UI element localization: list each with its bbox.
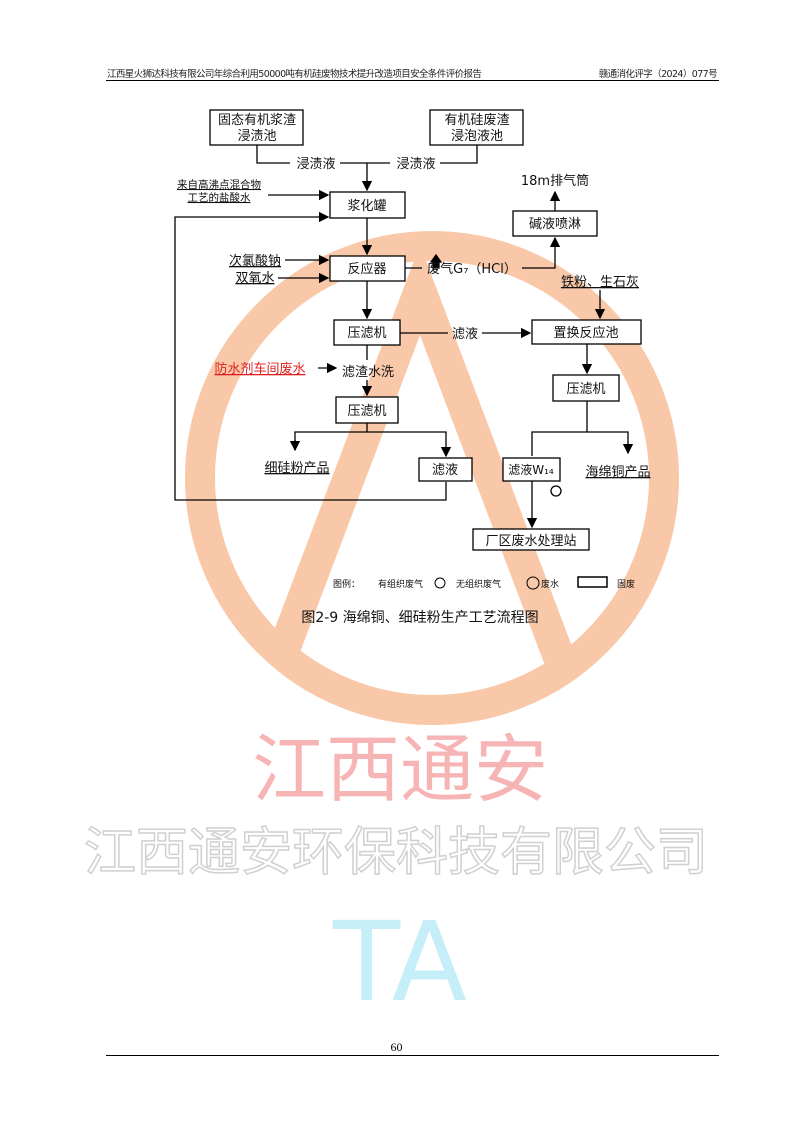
solid-waste-icon: [577, 576, 608, 588]
leach-label-1: 浸渍液: [296, 157, 335, 172]
box-replacement-tank: [531, 319, 642, 345]
legend-title: 图例：: [333, 578, 360, 590]
box-wwtp: [472, 528, 590, 551]
naclo-label: 次氯酸钠: [229, 253, 281, 269]
filtrate-w14-label: 滤液W₁₄: [508, 462, 554, 477]
hcl-input-line2: 工艺的盐酸水: [188, 191, 251, 204]
scrubber-label: 碱液喷淋: [529, 217, 581, 232]
box-pulping-tank: [329, 191, 406, 219]
footer-rule: [106, 1055, 719, 1056]
h2o2-label: 双氧水: [235, 271, 274, 286]
watermark-circle: [185, 231, 679, 725]
filtrate-flow-label: 滤液: [452, 327, 478, 342]
hcl-input-line1: 来自高沸点混合物: [177, 178, 261, 191]
watermark-logo: TA: [332, 898, 467, 1026]
legend-fugitive-gas: 无组织废气: [456, 578, 501, 590]
box-filtrate: [418, 457, 473, 482]
filter-press-1-label: 压滤机: [347, 326, 386, 341]
filtrate-box-label: 滤液: [432, 463, 458, 478]
legend-wastewater: 废水: [541, 578, 559, 590]
fugitive-gas-icon: [434, 577, 446, 589]
leach-label-2: 浸渍液: [396, 157, 435, 172]
box-filter-press-3: [552, 374, 620, 402]
residue-wash-label: 滤渣水洗: [342, 365, 394, 380]
filter-press-3-label: 压滤机: [566, 382, 605, 397]
legend-solid-waste: 固废: [617, 578, 635, 590]
replacement-tank-label: 置换反应池: [553, 325, 618, 341]
watermark-red-text: 江西通安: [252, 727, 548, 813]
sponge-cu-product-label: 海绵铜产品: [585, 465, 650, 480]
wwtp-label: 厂区废水处理站: [485, 533, 576, 549]
waste-gas-label: 废气G₇（HCl）: [427, 261, 517, 277]
box-scrubber: [512, 210, 598, 237]
page-number: 60: [390, 1040, 403, 1054]
silicone-pool-line1: 有机硅废渣: [444, 112, 509, 128]
legend: 图例： 有组织废气 无组织废气 废水 固废: [333, 576, 635, 590]
iron-lime-label: 铁粉、生石灰: [561, 275, 639, 290]
wastewater-icon: [550, 485, 562, 497]
box-silicone-pool: [429, 109, 524, 146]
header-doc-no: 赣通消化评字（2024）077号: [598, 69, 718, 80]
slurry-pool-line2: 浸渍池: [237, 129, 276, 144]
legend-organized-gas: 有组织废气: [378, 578, 423, 590]
reactor-label: 反应器: [347, 261, 386, 277]
legend-wastewater-icon: [526, 576, 540, 590]
fine-si-product-label: 细硅粉产品: [264, 461, 329, 476]
header-title: 江西星火狮达科技有限公司年综合利用50000吨有机硅废物技术提升改造项目安全条件…: [107, 69, 482, 80]
figure-caption: 图2-9 海绵铜、细硅粉生产工艺流程图: [301, 609, 538, 626]
silicone-pool-line2: 浸泡液池: [451, 129, 503, 144]
box-filter-press-2: [335, 396, 399, 424]
header-rule: [106, 80, 719, 81]
slurry-pool-line1: 固态有机浆渣: [218, 113, 296, 128]
watermark-diagonal-text: 江西通安环保科技有限公司: [84, 823, 708, 883]
organized-gas-icon: [429, 253, 443, 269]
pulping-tank-label: 浆化罐: [347, 199, 386, 214]
stack-label: 18m排气筒: [521, 173, 589, 189]
filter-press-2-label: 压滤机: [347, 404, 386, 419]
waterproof-wastewater-label: 防水剂车间废水: [214, 361, 305, 377]
